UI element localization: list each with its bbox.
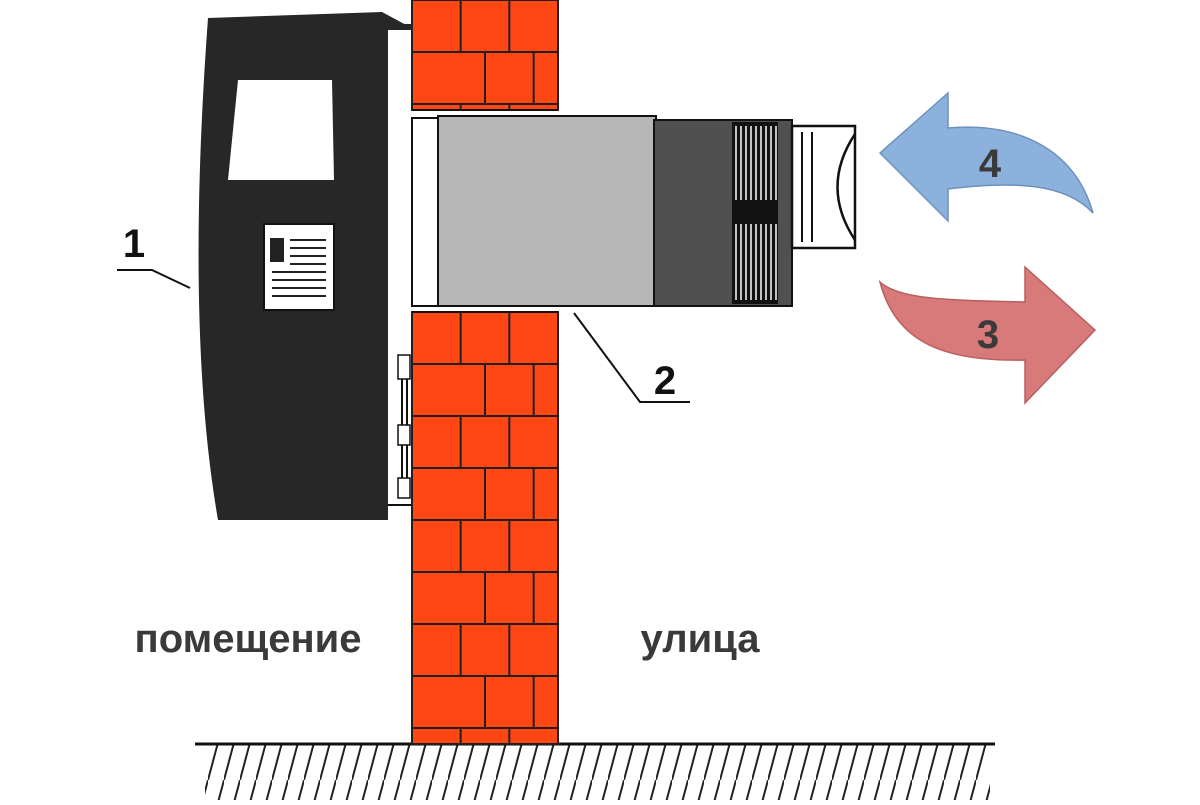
leader-duct xyxy=(573,312,690,403)
zone-label-indoor: помещение xyxy=(135,617,362,661)
duct-inner-flange xyxy=(411,117,441,307)
duct-assembly xyxy=(411,115,857,307)
ground xyxy=(195,742,995,800)
airflow-arrows xyxy=(878,91,1097,405)
unit-info-panel xyxy=(263,223,335,311)
callout-label-exhaust: 3 xyxy=(977,313,999,357)
indoor-unit xyxy=(198,12,412,520)
unit-top-bracket xyxy=(384,24,412,30)
callout-label-duct: 2 xyxy=(654,359,676,403)
mounting-bracket xyxy=(388,354,412,506)
grille-hood xyxy=(836,133,857,241)
info-panel-text-lines xyxy=(272,239,326,297)
ground-hatching xyxy=(205,744,990,800)
outdoor-grille xyxy=(790,124,857,250)
unit-display-window xyxy=(228,80,334,180)
info-panel-logo-icon xyxy=(270,238,284,262)
callout-label-unit: 1 xyxy=(123,222,145,266)
info-panel-frame xyxy=(263,223,335,311)
duct-pipe xyxy=(437,115,657,307)
brick-wall xyxy=(411,0,559,745)
callout-leaders xyxy=(117,269,690,403)
intake-arrow-icon xyxy=(878,91,1094,223)
exhaust-arrow-icon xyxy=(878,265,1097,405)
zone-label-outdoor: улица xyxy=(640,617,760,661)
leader-unit xyxy=(117,269,191,289)
callout-label-intake: 4 xyxy=(979,142,1002,186)
fin-lines xyxy=(735,126,777,300)
grille-slats xyxy=(801,132,813,242)
